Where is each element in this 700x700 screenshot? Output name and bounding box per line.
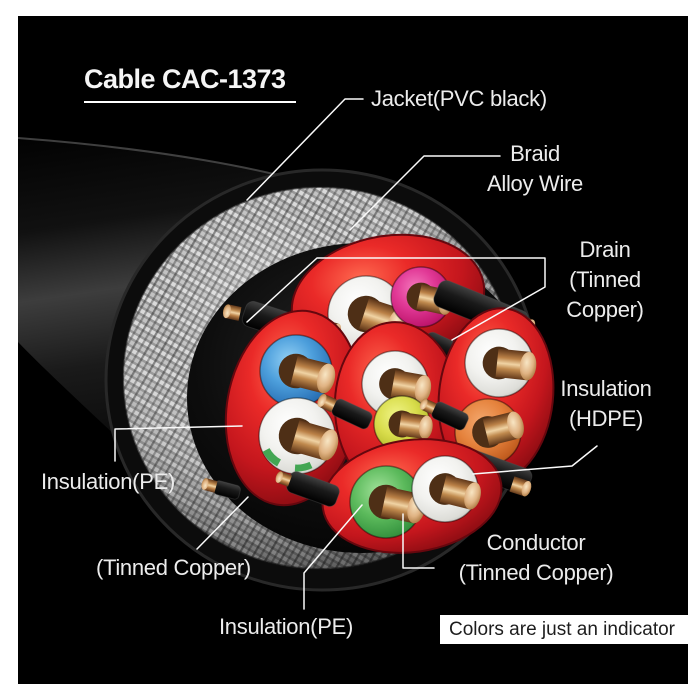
tinned-copper-pin [222,304,242,321]
label-hdpe-line2: (HDPE) [569,406,643,431]
colors-note: Colors are just an indicator [440,615,688,644]
label-jacket: Jacket(PVC black) [371,86,547,111]
label-braid: Braid Alloy Wire [455,139,615,199]
leader-lines [114,98,598,610]
tinned-copper-pin [317,393,337,413]
leader-insulation-pe-left [114,425,243,462]
wire [464,328,537,398]
label-insulation-hdpe: Insulation (HDPE) [533,374,679,434]
conductor-pin [472,411,524,448]
wire [373,395,433,453]
label-tinned-copper-left: (Tinned Copper) [96,555,251,580]
leader-insulation-hdpe [472,445,598,475]
tinned-copper-pin [509,476,532,497]
conductor-pin [388,410,433,440]
label-insulation-pe-bottom: Insulation(PE) [219,614,353,639]
leader-insulation-pe-bottom [303,504,363,610]
label-conductor-line1: Conductor [486,530,586,555]
tinned-copper-pin [201,478,218,493]
wire [411,455,481,523]
label-conductor: Conductor (Tinned Copper) [426,528,646,588]
label-drain-line2: (Tinned [569,267,641,292]
conductor-pin [429,473,481,510]
label-braid-line1: Braid [510,141,560,166]
label-drain-line3: Copper) [566,297,644,322]
conductor-pin [278,417,339,461]
conductor-pin [379,368,432,403]
label-insulation-pe-left: Insulation(PE) [41,469,175,494]
conductor-pin [482,346,537,381]
wire [349,465,426,539]
label-drain-line1: Drain [579,237,631,262]
conductor-pin [278,353,336,394]
label-conductor-line2: (Tinned Copper) [458,560,614,585]
label-drain: Drain (Tinned Copper) [540,235,670,325]
leader-tinned-copper-left [196,496,249,550]
wire [258,397,339,475]
leader-conductor [402,513,435,569]
page-title: Cable CAC-1373 [84,64,296,103]
tinned-copper-pin [275,471,293,487]
leader-drain [246,257,546,341]
leader-jacket [246,98,364,201]
leader-braid [349,155,501,231]
conductor-pin [368,484,426,524]
wire [259,334,336,408]
wire-bundle [201,233,555,554]
label-hdpe-line1: Insulation [560,376,652,401]
tinned-copper-pin [419,398,437,415]
label-braid-line2: Alloy Wire [486,171,583,196]
